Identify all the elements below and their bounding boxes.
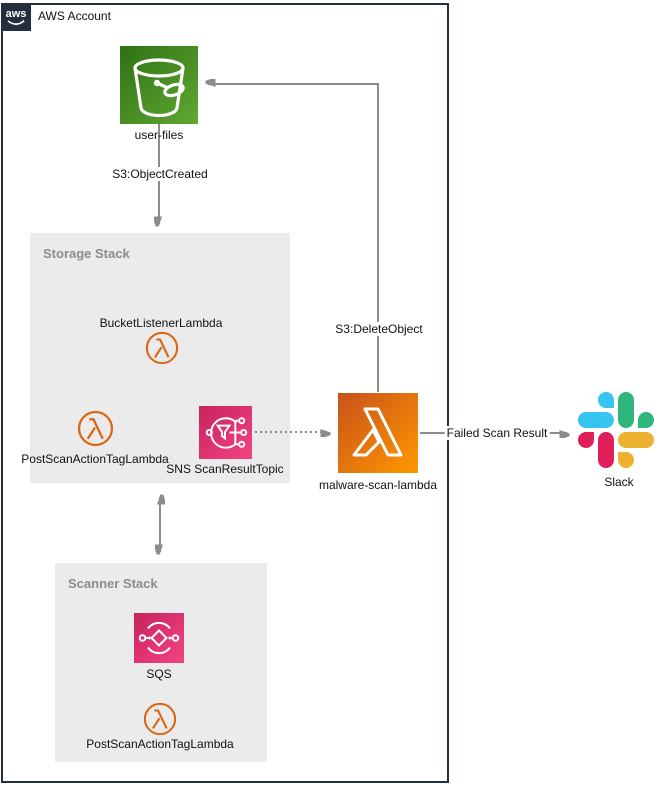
slack-icon [578, 392, 654, 471]
storage-stack-title: Storage Stack [43, 246, 130, 261]
sqs-label: SQS [146, 667, 172, 681]
slack-label: Slack [604, 475, 634, 489]
user-files-label: user-files [134, 128, 184, 142]
aws-logo-icon: aws [1, 3, 31, 31]
lambda-square-icon [338, 393, 418, 476]
sns-scan-result-topic-label: SNS ScanResultTopic [166, 462, 284, 476]
aws-account-label: AWS Account [38, 9, 111, 23]
post-scan-action-tag-lambda-scanner-label: PostScanActionTagLambda [86, 737, 234, 751]
scanner-stack-title: Scanner Stack [68, 576, 158, 591]
malware-scan-lambda-label: malware-scan-lambda [318, 478, 438, 492]
arrow-delete-object [208, 84, 379, 392]
edge-label-delete-object: S3:DeleteObject [333, 322, 425, 336]
bucket-listener-lambda-label: BucketListenerLambda [99, 316, 223, 330]
scanner-stack-group: Scanner Stack [55, 563, 267, 762]
sns-icon [199, 406, 252, 462]
post-scan-action-tag-lambda-storage-label: PostScanActionTagLambda [21, 452, 169, 466]
s3-bucket-icon [120, 46, 198, 127]
lambda-circle-icon [143, 702, 177, 739]
svg-text:aws: aws [6, 8, 27, 20]
edge-label-failed-scan-result: Failed Scan Result [444, 426, 550, 440]
sqs-icon [134, 613, 184, 666]
aws-account-boundary [1, 3, 449, 783]
edge-label-object-created: S3:ObjectCreated [110, 167, 210, 181]
lambda-circle-icon [77, 410, 114, 450]
lambda-circle-icon [145, 331, 179, 368]
